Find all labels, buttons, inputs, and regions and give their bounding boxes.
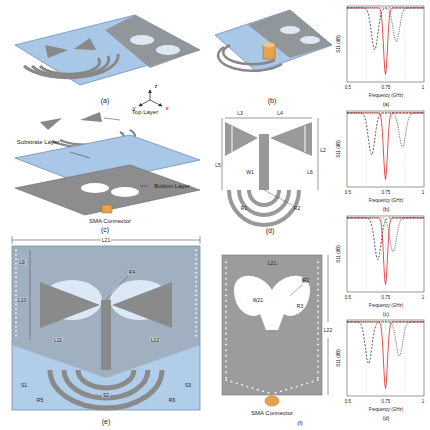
dimension-label: W21 xyxy=(252,298,264,303)
tick-label: 0.75 xyxy=(381,191,392,196)
s11-chart xyxy=(347,320,424,396)
s11-curve xyxy=(347,8,424,75)
connector-label: SMA Connector xyxy=(88,218,132,224)
s11-curve xyxy=(347,113,424,147)
panel-label: (d) xyxy=(265,227,276,234)
grid-line xyxy=(404,6,405,82)
tick-label: 1 xyxy=(421,86,426,91)
s11-curve xyxy=(347,8,424,50)
top-layer-geometry xyxy=(222,118,318,225)
isometric-antenna xyxy=(15,15,200,106)
tick-label: 0.5 xyxy=(344,191,352,196)
axis-label: x xyxy=(165,105,170,111)
dimension-label: L12 xyxy=(150,338,160,343)
panel-label: (c) xyxy=(100,226,110,233)
dimension-label: L10 xyxy=(17,298,27,303)
axis-title: Frequency (GHz) xyxy=(368,199,405,204)
s11-curve xyxy=(347,218,424,260)
bottom-layer xyxy=(222,255,328,406)
tick-label: 0.5 xyxy=(344,86,352,91)
perspective-antenna xyxy=(215,10,332,72)
s11-chart xyxy=(347,216,424,292)
s11-curve xyxy=(347,8,424,42)
exploded-view xyxy=(15,112,200,215)
axis-title: S11 (dB) xyxy=(337,348,342,367)
axis-title: Frequency (GHz) xyxy=(368,408,405,413)
tick-label: 1 xyxy=(421,191,426,196)
s11-curve xyxy=(347,322,424,389)
dimension-label: R2 xyxy=(302,278,310,283)
layer-label: Top Layer xyxy=(131,109,159,115)
combined-top-view xyxy=(12,236,200,410)
dimension-label: R5 xyxy=(36,398,44,403)
tick-label: 0.75 xyxy=(381,400,392,405)
axis-title: S11 (dB) xyxy=(337,34,342,53)
panel-label: (a) xyxy=(382,102,391,108)
s11-chart xyxy=(347,111,424,187)
tick-label: 1 xyxy=(421,400,426,405)
s11-chart xyxy=(347,6,424,82)
dimension-label: L22 xyxy=(323,328,333,333)
dimension-label: S1 xyxy=(20,383,28,388)
axis-label: z xyxy=(154,83,159,89)
chart-frame xyxy=(347,216,424,292)
axis-title: Frequency (GHz) xyxy=(368,94,405,99)
dimension-label: L5 xyxy=(214,163,222,168)
dimension-label: L2 xyxy=(319,148,327,153)
dimension-label: R2 xyxy=(293,206,301,211)
dimension-label: R1 xyxy=(240,206,248,211)
tick-label: 0.75 xyxy=(381,296,392,301)
layer-label: Bottom Layer xyxy=(153,183,191,189)
axis-title: S11 (dB) xyxy=(337,139,342,158)
grid-line xyxy=(366,320,367,396)
grid-line xyxy=(366,6,367,82)
dimension-label: R4 xyxy=(128,270,136,275)
tick-label: 0.75 xyxy=(381,86,392,91)
grid-line xyxy=(404,111,405,187)
panel-label: (a) xyxy=(100,97,111,104)
dimension-label: L6 xyxy=(306,170,314,175)
tick-label: 0.5 xyxy=(344,296,352,301)
panel-label: (d) xyxy=(382,416,391,422)
panel-label: (b) xyxy=(382,207,391,213)
dimension-label: R6 xyxy=(168,398,176,403)
tick-label: 0.5 xyxy=(344,400,352,405)
dimension-label: L11 xyxy=(53,338,63,343)
dimension-label: L21 xyxy=(101,238,111,243)
s11-curve xyxy=(347,113,424,155)
dimension-label: L9 xyxy=(18,260,26,265)
dimension-label: R3 xyxy=(296,304,304,309)
dimension-label: L3 xyxy=(236,111,244,116)
dimension-label: S2 xyxy=(102,393,110,398)
grid-line xyxy=(366,216,367,292)
axis-title: Frequency (GHz) xyxy=(368,304,405,309)
s11-curve xyxy=(347,218,424,285)
axis-title: S11 (dB) xyxy=(337,244,342,263)
s11-curve xyxy=(347,113,424,179)
s11-curve xyxy=(347,218,424,252)
tick-label: 1 xyxy=(421,296,426,301)
panel-label: (c) xyxy=(382,312,390,318)
dimension-label: S3 xyxy=(184,383,192,388)
connector-label: SMA Connector xyxy=(250,410,294,416)
dimension-label: L4 xyxy=(276,111,284,116)
chart-frame xyxy=(347,6,424,82)
grid-line xyxy=(404,216,405,292)
panel-label: (f) xyxy=(296,420,304,426)
dimension-label: W1 xyxy=(245,170,255,175)
panel-label: (b) xyxy=(267,97,278,104)
chart-frame xyxy=(347,320,424,396)
dimension-label: L21 xyxy=(267,261,277,266)
s11-curve xyxy=(347,322,424,356)
s11-curve xyxy=(347,322,424,364)
grid-line xyxy=(404,320,405,396)
chart-frame xyxy=(347,111,424,187)
layer-label: Substrate Layer xyxy=(16,139,60,145)
panel-label: (e) xyxy=(101,418,112,425)
